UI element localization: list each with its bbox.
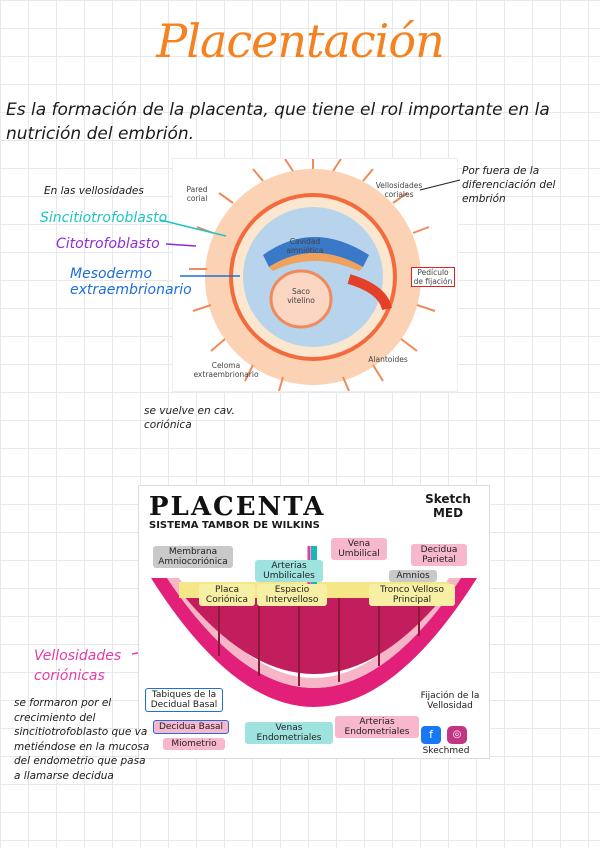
facebook-icon: f: [421, 726, 441, 744]
decidua-basal-label: Decidua Basal: [153, 720, 229, 734]
fijacion-label: Fijación de la Vellosidad: [415, 690, 485, 712]
arterias-endometriales-label: Arterias Endometriales: [335, 716, 419, 738]
skechmed-footer: Skechmed: [411, 746, 481, 756]
tronco-velloso-label: Tronco Velloso Principal: [369, 584, 455, 606]
arterias-umbilicales-label: Arterias Umbilicales: [255, 560, 323, 582]
tabiques-label: Tabiques de la Decidual Basal: [145, 688, 223, 712]
placenta-illustration: [139, 486, 489, 758]
espacio-intervelloso-label: Espacio Intervelloso: [257, 584, 327, 606]
decidua-note: se formaron por el crecimiento del sinci…: [14, 696, 152, 783]
miometrio-label: Miometrio: [163, 738, 225, 750]
placa-corionica-label: Placa Coriónica: [199, 584, 255, 606]
instagram-icon: ◎: [447, 726, 467, 744]
amnios-label: Amnios: [389, 570, 437, 582]
venas-endometriales-label: Venas Endometriales: [245, 722, 333, 744]
vellosidades-corionicas-label: Vellosidades coriónicas: [34, 646, 134, 686]
membrana-label: Membrana Amniocoriónica: [153, 546, 233, 568]
decidua-parietal-label: Decidua Parietal: [411, 544, 467, 566]
vena-label: Vena Umbilical: [331, 538, 387, 560]
placenta-figure: PLACENTA SISTEMA TAMBOR DE WILKINS Sketc…: [138, 485, 490, 759]
